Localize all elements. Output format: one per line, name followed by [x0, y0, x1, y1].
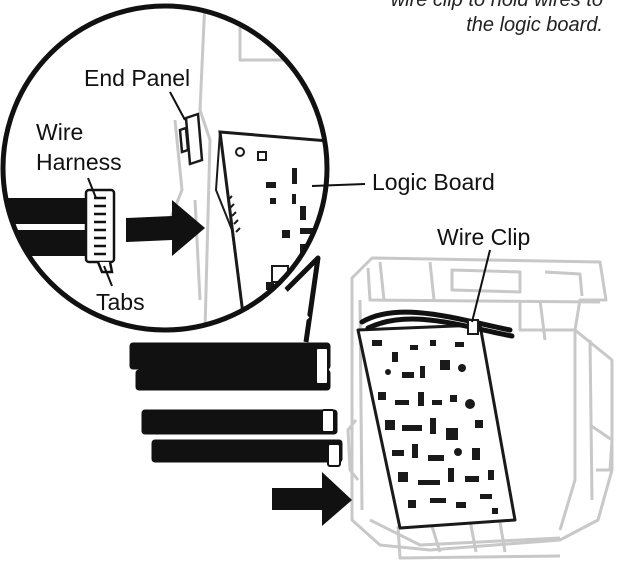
label-tabs: Tabs: [96, 289, 145, 315]
logic-board-main: [356, 323, 517, 530]
label-logic-board: Logic Board: [372, 169, 495, 195]
leader-wire-clip: [471, 249, 491, 323]
ribbon-cables: [129, 342, 343, 463]
caption-line-1: wire clip to hold wires to: [390, 0, 603, 11]
leader-wire-harness: [87, 177, 97, 199]
main-housing-ghost: [346, 256, 614, 560]
leader-end-panel: [169, 91, 186, 121]
wire-bundle: [359, 309, 515, 339]
leader-logic-board: [311, 183, 366, 187]
label-wire-clip: Wire Clip: [437, 224, 530, 250]
leader-tabs: [103, 265, 113, 287]
leader-lines: [87, 91, 491, 323]
label-end-panel: End Panel: [84, 65, 190, 91]
insert-arrow-main: [272, 472, 352, 526]
ribbon-plugs: [315, 347, 341, 467]
instruction-caption: wire clip to hold wires to the logic boa…: [283, 0, 603, 38]
label-wire-harness-line1: Wire: [36, 119, 83, 145]
label-wire-harness-line2: Harness: [36, 149, 122, 175]
zoom-callout: [0, 3, 330, 343]
caption-line-2: the logic board.: [466, 14, 603, 36]
